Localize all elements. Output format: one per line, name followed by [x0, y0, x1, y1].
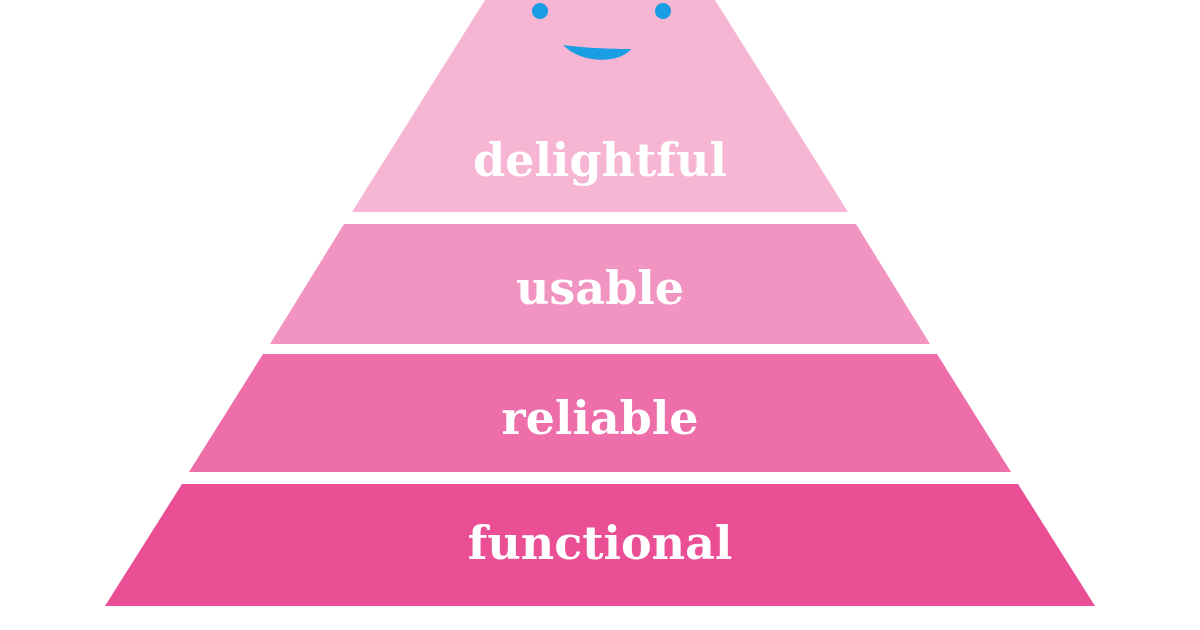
- tier-functional-shape: [105, 484, 1095, 606]
- smile-icon: [563, 45, 631, 60]
- tier-functional-label: functional: [468, 516, 733, 570]
- tier-delightful-shape: [352, 0, 848, 212]
- tier-usable-shape: [270, 224, 930, 344]
- tier-reliable: reliable: [189, 354, 1011, 472]
- smiley-face-icon: [532, 3, 671, 60]
- tier-reliable-label: reliable: [501, 391, 698, 445]
- tier-reliable-shape: [189, 354, 1011, 472]
- tier-delightful-label: delightful: [473, 133, 727, 187]
- left-eye-icon: [532, 3, 548, 19]
- tier-usable-label: usable: [516, 261, 684, 315]
- right-eye-icon: [655, 3, 671, 19]
- tier-delightful: delightful: [352, 0, 848, 212]
- tier-usable: usable: [270, 224, 930, 344]
- tier-functional: functional: [105, 484, 1095, 606]
